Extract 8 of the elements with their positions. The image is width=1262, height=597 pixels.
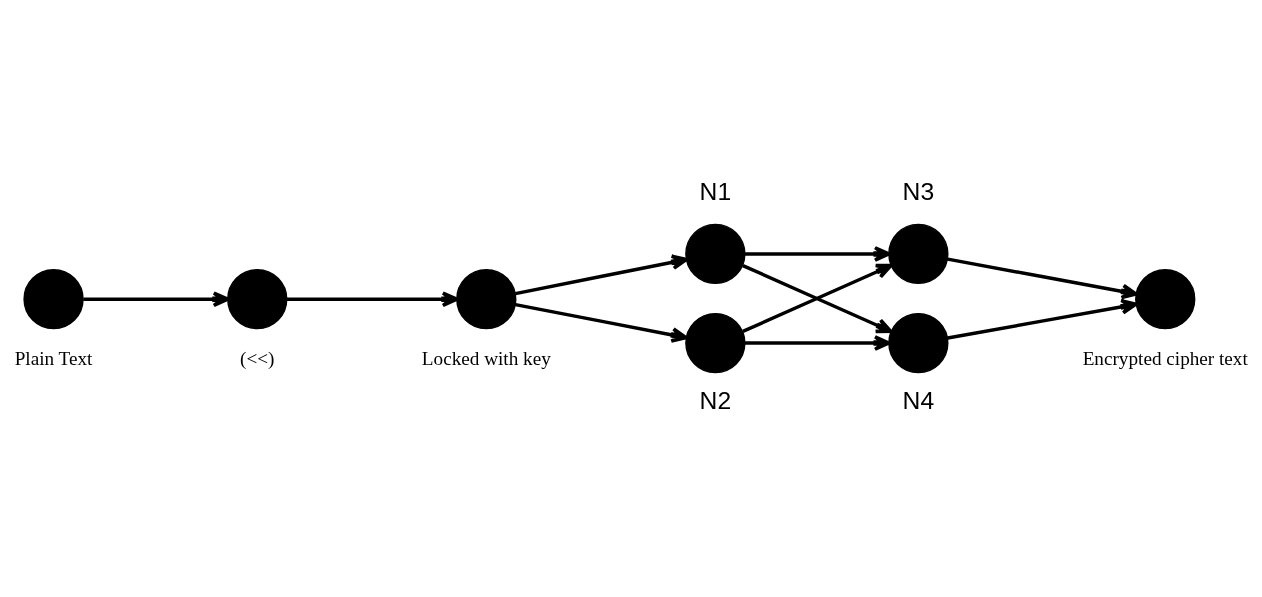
node-label: N3: [902, 177, 935, 205]
node-label: Encrypted cipher text: [1082, 347, 1248, 369]
node-label: (<<): [240, 347, 275, 369]
node-label: N2: [699, 387, 732, 415]
node-label: N1: [699, 177, 732, 205]
node-label: Locked with key: [421, 347, 551, 369]
node-label: Plain Text: [14, 347, 93, 369]
node-label: N4: [902, 387, 935, 415]
